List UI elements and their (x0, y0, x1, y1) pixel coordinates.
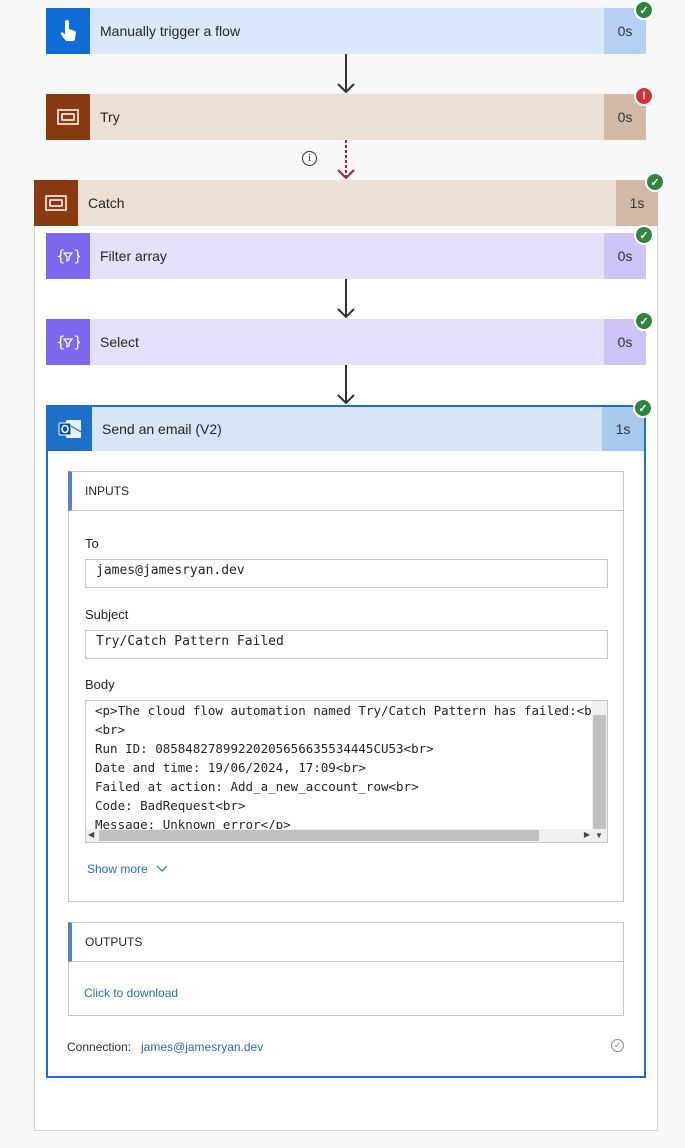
run-after-failed-arrow (337, 140, 355, 180)
scroll-right-arrow-icon[interactable]: ▶ (583, 830, 590, 839)
success-check-icon: ✓ (634, 225, 654, 245)
to-field[interactable]: james@jamesryan.dev (85, 559, 608, 588)
select-card[interactable]: {} Select 0s (46, 319, 646, 365)
to-label: To (85, 536, 99, 551)
touch-icon (46, 8, 90, 54)
connector-arrow (337, 279, 355, 319)
trigger-title: Manually trigger a flow (100, 23, 241, 39)
body-line: Code: BadRequest<br> (95, 798, 246, 813)
catch-scope-card[interactable]: Catch 1s (34, 180, 658, 226)
success-check-icon: ✓ (645, 172, 665, 192)
show-more-label: Show more (87, 862, 148, 876)
filter-array-duration: 0s (604, 233, 646, 279)
body-line: <br> (95, 722, 126, 737)
success-check-icon: ✓ (633, 398, 653, 418)
filter-array-card[interactable]: {} Filter array 0s (46, 233, 646, 279)
filter-array-title: Filter array (100, 248, 167, 264)
subject-field[interactable]: Try/Catch Pattern Failed (85, 630, 608, 659)
try-scope-card[interactable]: Try 0s (46, 94, 646, 140)
send-email-card[interactable]: Send an email (V2) 1s (48, 407, 644, 451)
svg-text:}: } (73, 247, 80, 265)
chevron-down-icon (156, 865, 168, 872)
connection-status-check-icon: ✓ (611, 1039, 624, 1052)
vertical-scrollbar-thumb[interactable] (593, 715, 606, 829)
body-field[interactable]: <p>The cloud flow automation named Try/C… (85, 700, 608, 843)
error-exclamation-icon: ! (634, 86, 654, 106)
scope-icon (34, 180, 78, 226)
horizontal-scrollbar[interactable]: ◀ ▶ (86, 829, 592, 842)
outlook-icon (48, 407, 92, 451)
data-operation-icon: {} (46, 233, 90, 279)
success-check-icon: ✓ (634, 311, 654, 331)
scope-icon (46, 94, 90, 140)
catch-title: Catch (88, 195, 125, 211)
svg-text:}: } (73, 333, 80, 351)
body-line: Failed at action: Add_a_new_account_row<… (95, 779, 419, 794)
horizontal-scrollbar-thumb[interactable] (99, 830, 539, 841)
select-duration: 0s (604, 319, 646, 365)
connection-value[interactable]: james@jamesryan.dev (141, 1040, 264, 1054)
svg-text:{: { (56, 333, 66, 351)
scroll-down-arrow-icon[interactable]: ▼ (595, 831, 603, 840)
connection-label: Connection: (67, 1040, 132, 1054)
vertical-scrollbar[interactable]: ▼ (592, 701, 607, 842)
scroll-left-arrow-icon[interactable]: ◀ (88, 830, 95, 839)
svg-text:{: { (56, 247, 66, 265)
body-line: <p>The cloud flow automation named Try/C… (95, 703, 592, 718)
success-check-icon: ✓ (634, 0, 654, 20)
download-link[interactable]: Click to download (84, 986, 179, 1000)
show-more-button[interactable]: Show more (87, 862, 168, 876)
trigger-card[interactable]: Manually trigger a flow 0s (46, 8, 646, 54)
data-operation-icon: {} (46, 319, 90, 365)
try-title: Try (100, 109, 120, 125)
body-line: Date and time: 19/06/2024, 17:09<br> (95, 760, 366, 775)
connector-arrow (337, 54, 355, 94)
send-email-title: Send an email (V2) (102, 421, 222, 437)
body-line: Message: Unknown error</p> (95, 817, 291, 829)
subject-label: Subject (85, 607, 129, 622)
body-line: Run ID: 08584827899220205656635534445CU5… (95, 741, 434, 756)
select-title: Select (100, 334, 139, 350)
body-label: Body (85, 677, 115, 692)
outputs-header[interactable]: OUTPUTS (68, 922, 624, 962)
info-icon[interactable]: i (302, 151, 317, 166)
inputs-header[interactable]: INPUTS (68, 471, 624, 511)
connector-arrow (337, 365, 355, 405)
